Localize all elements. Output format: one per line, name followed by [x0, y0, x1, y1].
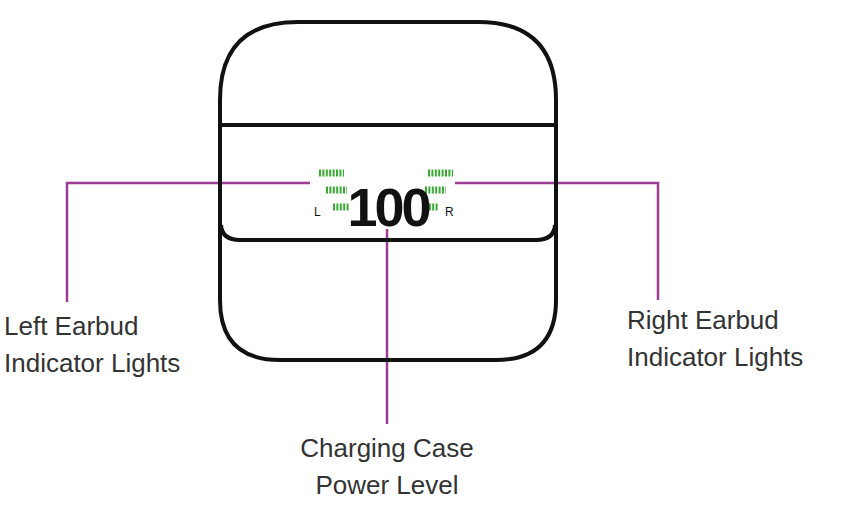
leader-line	[386, 229, 389, 424]
indicator-bar	[319, 170, 344, 177]
power-level-digits: 100	[218, 180, 558, 234]
indicator-bar	[428, 170, 453, 177]
callout-label: Charging Case Power Level	[272, 430, 502, 504]
case-stroke	[220, 123, 556, 127]
callout-label: Right Earbud Indicator Lights	[627, 302, 842, 376]
charging-case: L100R	[218, 20, 558, 362]
indicator-bar	[326, 187, 347, 194]
leader-line	[67, 183, 310, 302]
side-letter: L	[314, 206, 326, 218]
side-letter: R	[445, 206, 457, 218]
callout-label: Left Earbud Indicator Lights	[4, 308, 219, 382]
